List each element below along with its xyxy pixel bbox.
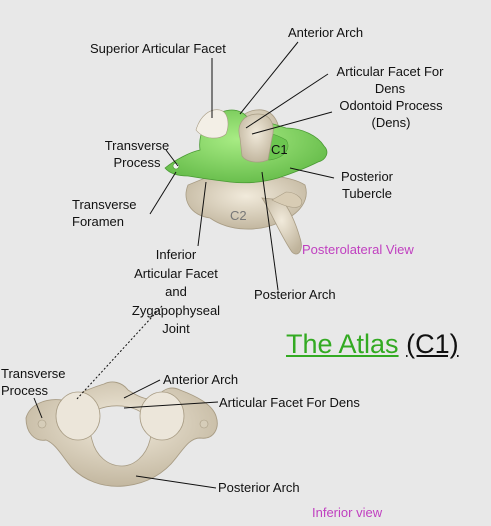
superior-articular-facet-shape: [195, 109, 229, 139]
label-line: Transverse: [1, 366, 66, 381]
label-articular-facet-for-dens-top: Articular Facet For Dens: [330, 63, 450, 97]
title-main: The Atlas: [286, 329, 399, 359]
label-posterior-arch-top: Posterior Arch: [254, 287, 336, 302]
label-c2: C2: [230, 208, 247, 223]
c2-vertebra: [185, 173, 307, 255]
label-line: Process: [113, 155, 161, 170]
label-articular-facet-for-dens-bottom: Articular Facet For Dens: [219, 395, 360, 410]
label-transverse-process-top: Transverse Process: [104, 137, 170, 171]
label-posterolateral-view: Posterolateral View: [302, 242, 414, 257]
diagram-title: The Atlas (C1): [286, 328, 459, 360]
label-odontoid-process: Odontoid Process (Dens): [334, 97, 448, 131]
label-line: (Dens): [371, 115, 411, 130]
label-line: Articular Facet: [134, 265, 218, 281]
label-line: Joint: [162, 321, 190, 336]
label-line: Foramen: [72, 214, 125, 229]
label-c1: C1: [271, 142, 288, 157]
label-line: Transverse: [72, 197, 137, 212]
label-transverse-process-bottom: Transverse Process: [1, 365, 66, 399]
label-posterior-arch-bottom: Posterior Arch: [218, 480, 300, 495]
atlas-inferior-view: [25, 381, 218, 487]
label-line: Tubercle: [341, 186, 393, 201]
leader-lines: [33, 41, 335, 489]
label-line: Inferior: [155, 247, 197, 262]
label-anterior-arch-bottom: Anterior Arch: [163, 372, 239, 387]
label-anterior-arch-top: Anterior Arch: [288, 25, 364, 40]
label-line: Process: [1, 383, 48, 398]
label-line: Posterior: [340, 169, 394, 184]
label-line: Transverse: [104, 138, 170, 153]
label-inferior-view: Inferior view: [312, 505, 383, 520]
dens-tip: [238, 113, 274, 163]
label-line: Odontoid Process: [339, 98, 443, 113]
label-line: Articular Facet For: [336, 64, 444, 79]
label-posterior-tubercle: Posterior Tubercle: [332, 168, 402, 202]
label-line: Dens: [374, 81, 406, 96]
title-sub: (C1): [406, 329, 459, 359]
label-inferior-articular-facet: Inferior Articular Facet and Zygapophyse…: [126, 246, 226, 339]
dotted-connector: [75, 305, 163, 401]
label-transverse-foramen: Transverse Foramen: [72, 196, 137, 230]
label-line: and: [165, 284, 187, 299]
label-line: Zygapophyseal: [131, 302, 221, 318]
label-superior-articular-facet: Superior Articular Facet: [90, 41, 226, 56]
